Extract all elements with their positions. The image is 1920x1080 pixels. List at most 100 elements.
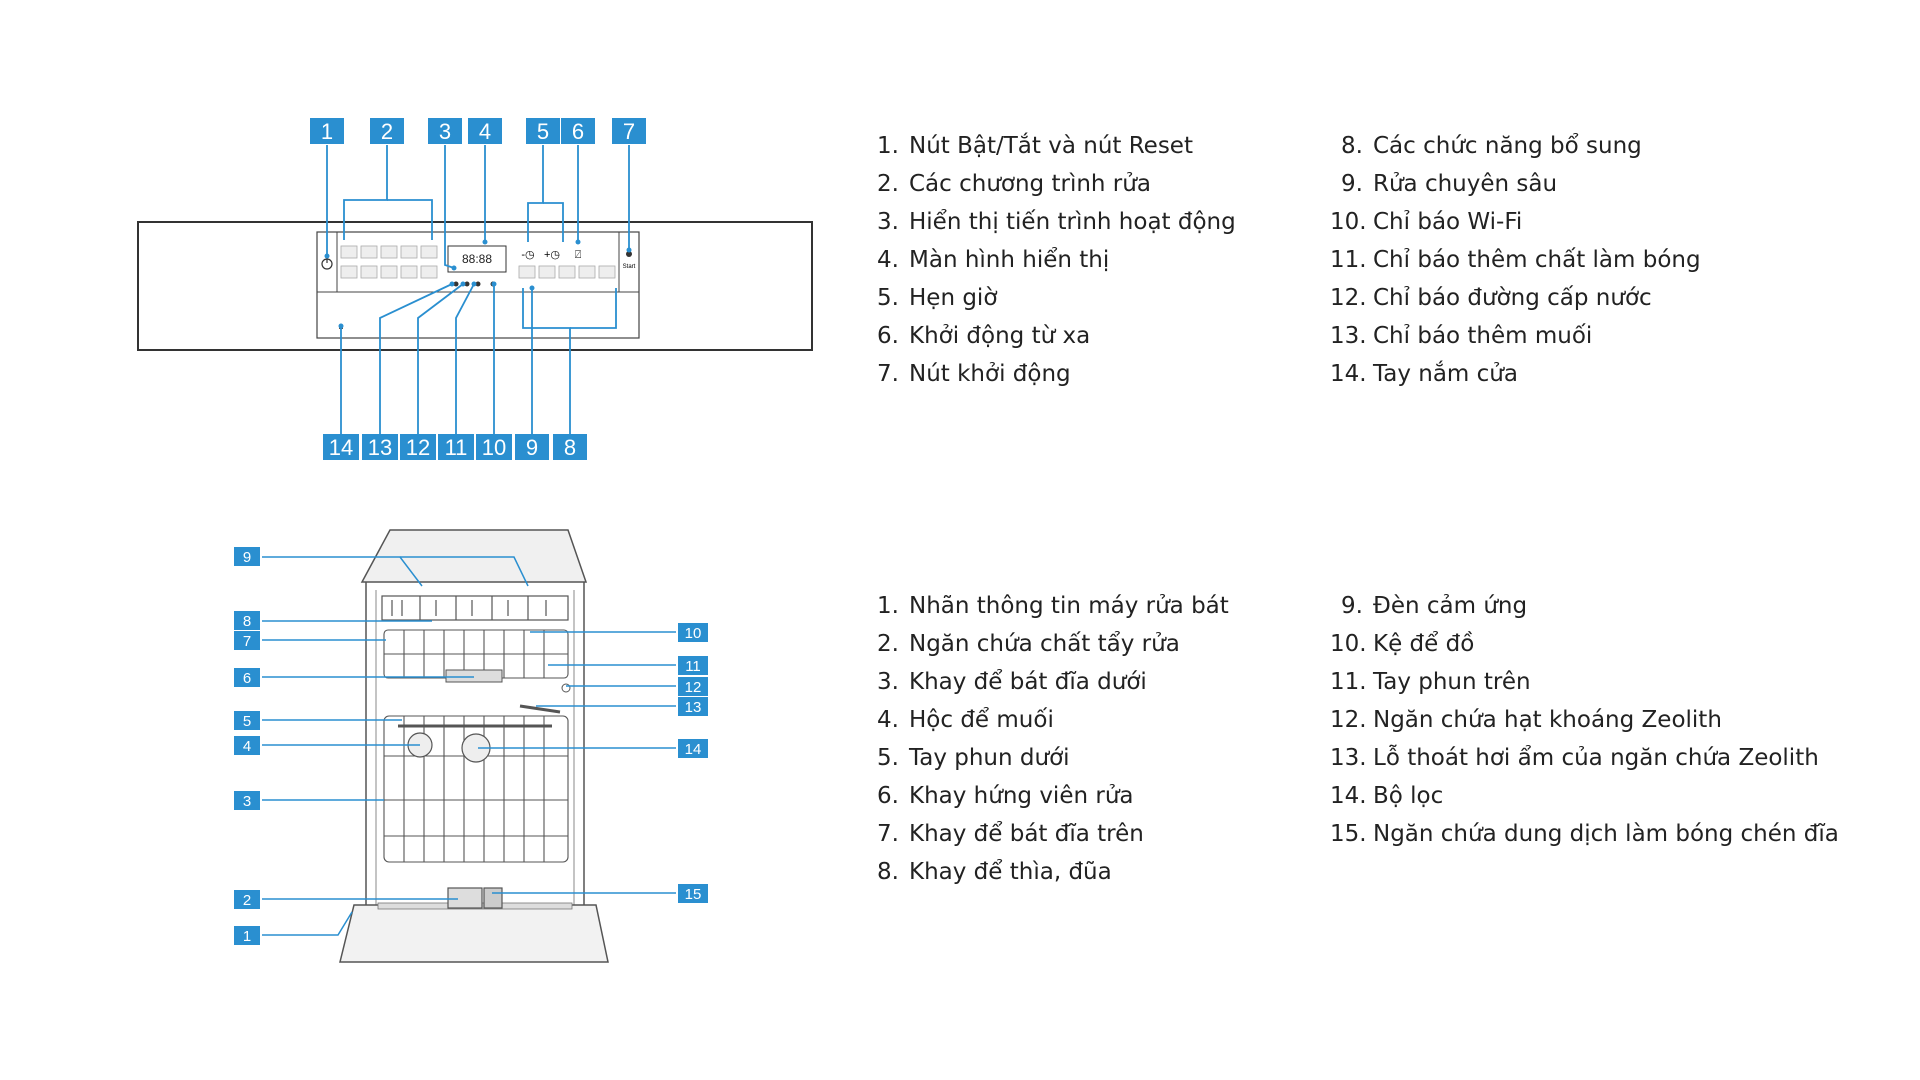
leader-lines bbox=[262, 556, 676, 936]
callout-box: 1 bbox=[234, 926, 260, 945]
legend-item: 6.Khởi động từ xa bbox=[877, 323, 1091, 349]
svg-text:1: 1 bbox=[321, 119, 333, 144]
svg-text:11: 11 bbox=[685, 658, 701, 675]
legend-item: 2.Ngăn chứa chất tẩy rửa bbox=[877, 631, 1180, 657]
legend-item: 10.Kệ để đồ bbox=[1330, 631, 1475, 657]
svg-text:5: 5 bbox=[243, 713, 251, 730]
legend-item: 8.Các chức năng bổ sung bbox=[1341, 133, 1642, 159]
timer-minus-icon[interactable]: -◷ bbox=[521, 249, 534, 261]
legend-item: 3.Hiển thị tiến trình hoạt động bbox=[877, 209, 1236, 235]
legend-item: 13.Chỉ báo thêm muối bbox=[1330, 323, 1593, 349]
legend-item: 12.Ngăn chứa hạt khoáng Zeolith bbox=[1330, 707, 1722, 733]
start-button[interactable] bbox=[626, 251, 632, 257]
legend-item: 2.Các chương trình rửa bbox=[877, 171, 1151, 197]
callout-box: 9 bbox=[234, 547, 260, 566]
cutlery-tray bbox=[381, 595, 569, 621]
legend-item: 13.Lỗ thoát hơi ẩm của ngăn chứa Zeolith bbox=[1330, 745, 1819, 771]
svg-text:14: 14 bbox=[329, 435, 353, 460]
legend-item: 4.Màn hình hiển thị bbox=[877, 247, 1110, 273]
svg-text:12: 12 bbox=[406, 435, 430, 460]
start-label: Start bbox=[623, 264, 636, 270]
svg-text:14: 14 bbox=[685, 741, 702, 758]
svg-text:4: 4 bbox=[243, 738, 251, 755]
callout-box: 15 bbox=[678, 884, 708, 903]
svg-text:10: 10 bbox=[482, 435, 506, 460]
callout-box: 10 bbox=[678, 623, 708, 642]
svg-text:13: 13 bbox=[685, 699, 702, 716]
program-buttons[interactable] bbox=[340, 245, 438, 279]
svg-text:9: 9 bbox=[243, 549, 251, 566]
callout-box: 2 bbox=[370, 118, 404, 144]
callout-box: 10 bbox=[476, 434, 512, 460]
callout-box: 3 bbox=[428, 118, 462, 144]
callout-box: 8 bbox=[234, 611, 260, 630]
callout-box: 3 bbox=[234, 791, 260, 810]
display-digits: 88:88 bbox=[462, 252, 492, 266]
legend-item: 9.Rửa chuyên sâu bbox=[1341, 171, 1558, 197]
legend-item: 14.Bộ lọc bbox=[1330, 783, 1444, 809]
callout-box: 14 bbox=[678, 739, 708, 758]
callout-box: 13 bbox=[678, 697, 708, 716]
legend-item: 11.Tay phun trên bbox=[1330, 669, 1531, 695]
callout-box: 6 bbox=[234, 668, 260, 687]
leader-lines bbox=[326, 145, 630, 434]
worktop bbox=[360, 529, 588, 583]
svg-text:2: 2 bbox=[381, 119, 393, 144]
callout-box: 7 bbox=[612, 118, 646, 144]
legend-item: 7.Khay để bát đĩa trên bbox=[877, 821, 1144, 847]
legend-control-panel-right: 8.Các chức năng bổ sung 9.Rửa chuyên sâu… bbox=[1330, 127, 1701, 393]
legend-item: 3.Khay để bát đĩa dưới bbox=[877, 669, 1147, 695]
callout-box: 1 bbox=[310, 118, 344, 144]
svg-text:12: 12 bbox=[685, 679, 702, 696]
zeolith-container bbox=[561, 683, 571, 693]
legend-item: 5.Hẹn giờ bbox=[877, 285, 998, 311]
upper-basket bbox=[383, 629, 569, 679]
legend-item: 8.Khay để thìa, đũa bbox=[877, 859, 1112, 885]
callout-box: 4 bbox=[234, 736, 260, 755]
legend-item: 6.Khay hứng viên rửa bbox=[877, 783, 1134, 809]
svg-text:3: 3 bbox=[243, 793, 251, 810]
legend-interior-right: 9.Đèn cảm ứng 10.Kệ để đồ 11.Tay phun tr… bbox=[1330, 587, 1839, 853]
legend-control-panel-left: 1.Nút Bật/Tắt và nút Reset 2.Các chương … bbox=[866, 127, 1236, 393]
timer-plus-icon[interactable]: +◷ bbox=[544, 249, 560, 261]
svg-text:5: 5 bbox=[537, 119, 549, 144]
legend-item: 15.Ngăn chứa dung dịch làm bóng chén đĩa bbox=[1330, 821, 1839, 847]
svg-text:4: 4 bbox=[479, 119, 491, 144]
tablet-tray bbox=[445, 669, 503, 683]
callout-box: 11 bbox=[678, 656, 708, 675]
legend-item: 1.Nút Bật/Tắt và nút Reset bbox=[877, 133, 1193, 159]
svg-text:6: 6 bbox=[243, 670, 251, 687]
svg-text:11: 11 bbox=[445, 435, 468, 460]
callout-box: 5 bbox=[526, 118, 560, 144]
callout-box: 13 bbox=[362, 434, 398, 460]
callout-box: 12 bbox=[678, 677, 708, 696]
svg-text:3: 3 bbox=[439, 119, 451, 144]
legend-item: 5.Tay phun dưới bbox=[877, 745, 1070, 771]
svg-text:15: 15 bbox=[685, 886, 702, 903]
svg-text:2: 2 bbox=[243, 892, 251, 909]
callout-box: 5 bbox=[234, 711, 260, 730]
callout-box: 2 bbox=[234, 890, 260, 909]
detergent-dispenser bbox=[447, 887, 483, 909]
interior-diagram: 9 8 7 6 5 4 3 2 1 10 11 12 13 14 15 bbox=[234, 529, 708, 963]
callout-box: 9 bbox=[515, 434, 549, 460]
svg-text:6: 6 bbox=[572, 119, 584, 144]
option-buttons[interactable] bbox=[518, 265, 616, 279]
legend-item: 12.Chỉ báo đường cấp nước bbox=[1330, 285, 1652, 311]
legend-item: 10.Chỉ báo Wi-Fi bbox=[1330, 209, 1523, 235]
svg-text:9: 9 bbox=[526, 435, 538, 460]
svg-text:8: 8 bbox=[243, 613, 251, 630]
upper-spray-arm bbox=[519, 704, 561, 714]
callout-box: 4 bbox=[468, 118, 502, 144]
svg-text:8: 8 bbox=[564, 435, 576, 460]
remote-start-icon[interactable]: ⍁ bbox=[575, 249, 582, 261]
legend-item: 9.Đèn cảm ứng bbox=[1341, 593, 1528, 619]
callout-box: 12 bbox=[400, 434, 436, 460]
panel-outline bbox=[137, 221, 813, 351]
legend-item: 4.Hộc để muối bbox=[877, 707, 1054, 733]
callout-box: 7 bbox=[234, 631, 260, 650]
callout-box: 11 bbox=[438, 434, 474, 460]
legend-item: 14.Tay nắm cửa bbox=[1330, 361, 1518, 387]
legend-item: 11.Chỉ báo thêm chất làm bóng bbox=[1330, 247, 1701, 273]
rinse-aid-container bbox=[483, 887, 503, 909]
